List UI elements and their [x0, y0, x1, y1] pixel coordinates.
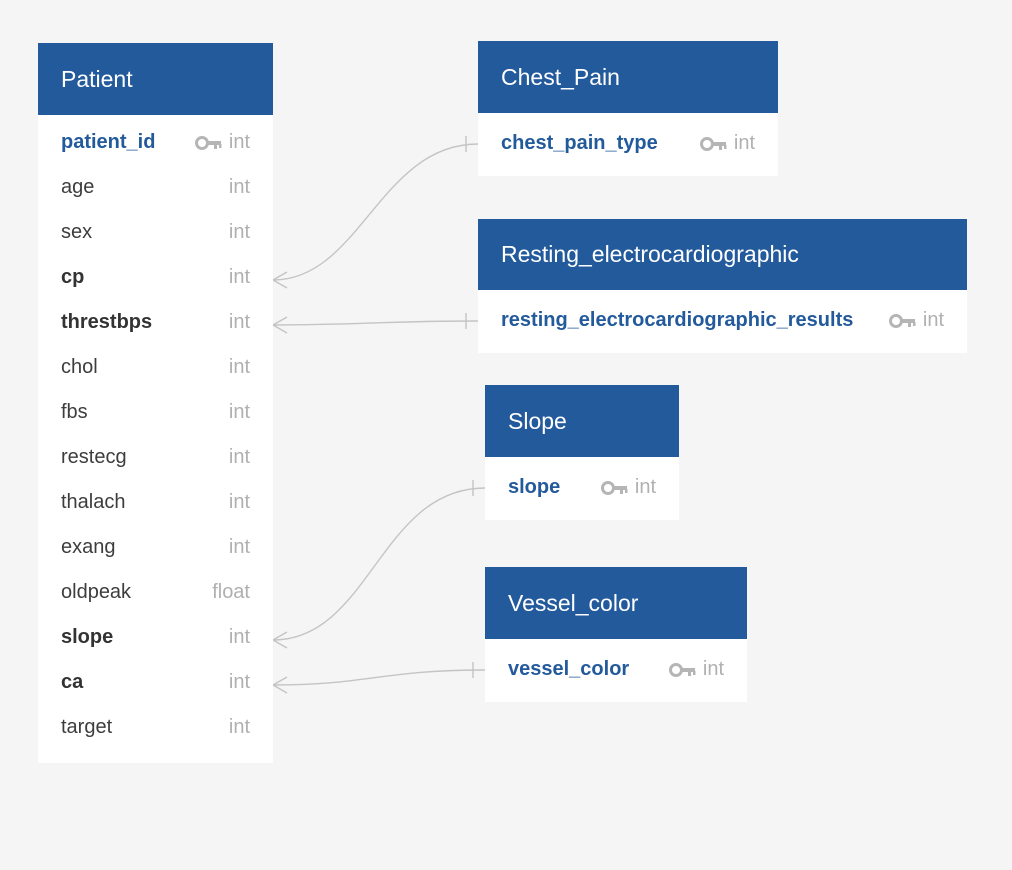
- column-row[interactable]: oldpeak float: [38, 570, 273, 615]
- column-type: int: [229, 176, 250, 199]
- type-label: float: [212, 581, 250, 603]
- key-icon: [888, 313, 917, 328]
- column-row[interactable]: slope int: [38, 615, 273, 660]
- column-name: age: [61, 176, 95, 198]
- type-label: int: [228, 176, 250, 198]
- column-row[interactable]: chol int: [38, 345, 273, 390]
- column-row[interactable]: resting_electrocardiographic_results int: [478, 298, 967, 343]
- column-type: int: [888, 309, 944, 332]
- column-row[interactable]: cp int: [38, 255, 273, 300]
- column-type: int: [229, 671, 250, 694]
- column-type: int: [194, 131, 250, 154]
- column-row[interactable]: sex int: [38, 210, 273, 255]
- key-icon: [699, 136, 728, 151]
- column-name: resting_electrocardiographic_results: [501, 309, 854, 331]
- column-row[interactable]: thalach int: [38, 480, 273, 525]
- type-label: int: [733, 132, 755, 154]
- table-resting-electrocardiographic[interactable]: Resting_electrocardiographic resting_ele…: [478, 219, 967, 353]
- column-row[interactable]: target int: [38, 705, 273, 750]
- column-type: int: [229, 491, 250, 514]
- column-type: int: [229, 221, 250, 244]
- table-header: Resting_electrocardiographic: [478, 219, 967, 290]
- type-label: int: [228, 491, 250, 513]
- relationship-threstbps-resting: [272, 313, 479, 334]
- relationship-ca-vessel-color: [272, 662, 486, 694]
- type-label: int: [228, 671, 250, 693]
- table-header: Chest_Pain: [478, 41, 778, 113]
- column-row[interactable]: ca int: [38, 660, 273, 705]
- column-type: int: [229, 716, 250, 739]
- type-label: int: [228, 401, 250, 423]
- type-label: int: [228, 221, 250, 243]
- column-type: int: [229, 626, 250, 649]
- type-label: int: [922, 309, 944, 331]
- column-type: int: [229, 536, 250, 559]
- key-icon: [600, 480, 629, 495]
- table-slope[interactable]: Slope slope int: [485, 385, 679, 520]
- column-name: slope: [61, 626, 114, 648]
- column-name: exang: [61, 536, 116, 558]
- type-label: int: [702, 658, 724, 680]
- column-row[interactable]: chest_pain_type int: [478, 121, 778, 166]
- type-label: int: [228, 716, 250, 738]
- column-type: int: [229, 266, 250, 289]
- key-icon: [194, 135, 223, 150]
- table-chest-pain[interactable]: Chest_Pain chest_pain_type int: [478, 41, 778, 176]
- table-vessel-color[interactable]: Vessel_color vessel_color int: [485, 567, 747, 702]
- column-type: int: [229, 401, 250, 424]
- column-type: int: [668, 658, 724, 681]
- type-label: int: [634, 476, 656, 498]
- type-label: int: [228, 266, 250, 288]
- column-type: int: [600, 476, 656, 499]
- column-name: threstbps: [61, 311, 153, 333]
- column-row[interactable]: fbs int: [38, 390, 273, 435]
- relationship-slope-slope: [272, 480, 486, 649]
- column-name: oldpeak: [61, 581, 132, 603]
- relationship-cp-chest-pain: [272, 136, 479, 289]
- column-type: float: [212, 581, 250, 604]
- column-row[interactable]: slope int: [485, 465, 679, 510]
- column-name: chol: [61, 356, 98, 378]
- column-name: vessel_color: [508, 658, 630, 680]
- column-name: thalach: [61, 491, 126, 513]
- table-title: Chest_Pain: [501, 63, 620, 90]
- type-label: int: [228, 446, 250, 468]
- column-row[interactable]: restecg int: [38, 435, 273, 480]
- column-name: restecg: [61, 446, 127, 468]
- table-title: Slope: [508, 407, 567, 434]
- table-header: Vessel_color: [485, 567, 747, 639]
- type-label: int: [228, 131, 250, 153]
- column-name: sex: [61, 221, 93, 243]
- column-name: cp: [61, 266, 85, 288]
- column-type: int: [229, 311, 250, 334]
- column-row[interactable]: vessel_color int: [485, 647, 747, 692]
- type-label: int: [228, 626, 250, 648]
- column-name: chest_pain_type: [501, 132, 658, 154]
- column-name: fbs: [61, 401, 88, 423]
- column-name: target: [61, 716, 113, 738]
- table-header: Slope: [485, 385, 679, 457]
- column-row[interactable]: exang int: [38, 525, 273, 570]
- table-title: Patient: [61, 65, 133, 92]
- column-name: slope: [508, 476, 561, 498]
- column-row[interactable]: age int: [38, 165, 273, 210]
- key-icon: [668, 662, 697, 677]
- type-label: int: [228, 536, 250, 558]
- column-row[interactable]: threstbps int: [38, 300, 273, 345]
- column-name: patient_id: [61, 131, 156, 153]
- column-name: ca: [61, 671, 84, 693]
- column-type: int: [229, 446, 250, 469]
- column-type: int: [229, 356, 250, 379]
- table-title: Vessel_color: [508, 589, 639, 616]
- type-label: int: [228, 311, 250, 333]
- table-header: Patient: [38, 43, 273, 115]
- column-row[interactable]: patient_id int: [38, 120, 273, 165]
- column-type: int: [699, 132, 755, 155]
- type-label: int: [228, 356, 250, 378]
- table-title: Resting_electrocardiographic: [501, 241, 799, 267]
